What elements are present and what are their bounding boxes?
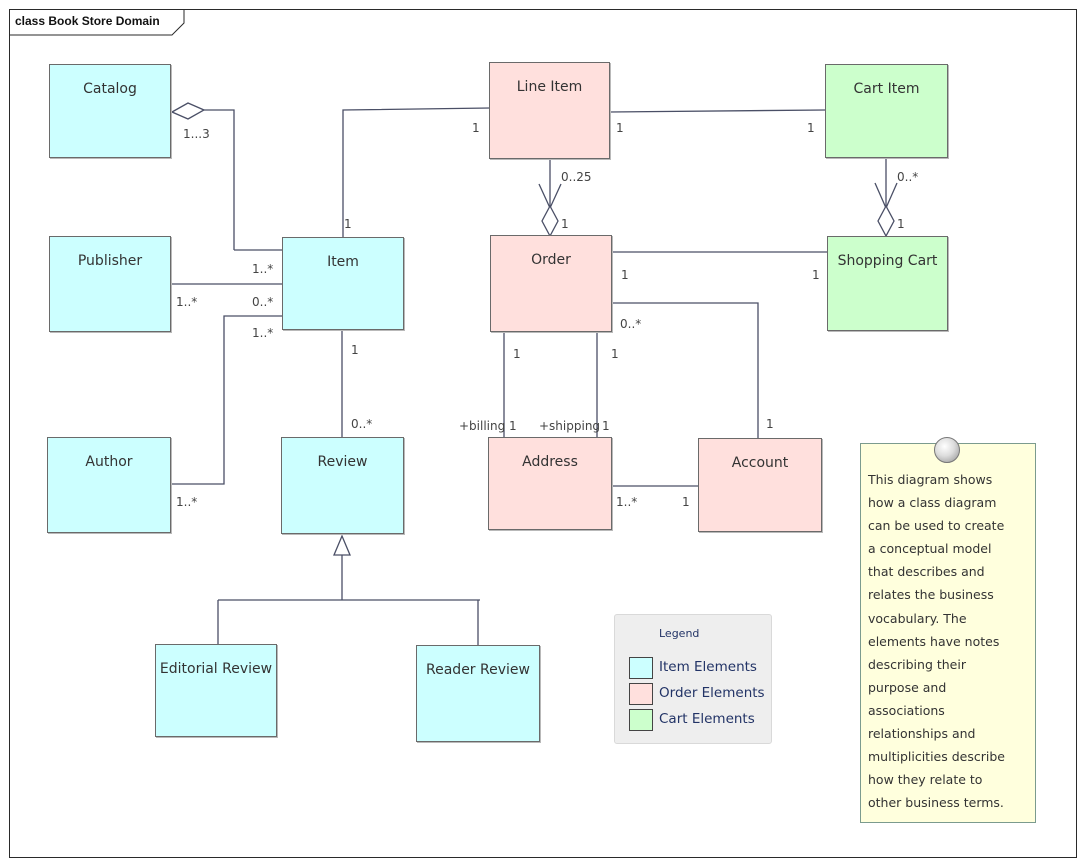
cart-aggregation-diamond	[877, 204, 895, 238]
legend-label-order: Order Elements	[659, 685, 765, 701]
mult-address-account-acc: 1	[682, 495, 690, 509]
class-account[interactable]: Account	[698, 438, 822, 532]
note-line: other business terms.	[868, 795, 1004, 811]
class-author[interactable]: Author	[47, 437, 171, 533]
note-line: can be used to create	[868, 518, 1005, 534]
note-line: that describes and	[868, 564, 985, 580]
legend-swatch-cart	[629, 709, 653, 731]
class-item[interactable]: Item	[282, 237, 404, 330]
class-address[interactable]: Address	[488, 437, 612, 530]
author-item-link	[172, 315, 282, 485]
catalog-aggregation-diamond	[170, 102, 206, 120]
role-shipping: +shipping	[539, 419, 601, 433]
legend-swatch-order	[629, 683, 653, 705]
note-line: This diagram shows	[868, 472, 993, 487]
mult-lineitem-cartitem-li: 1	[616, 121, 624, 135]
class-review-name: Review	[317, 454, 368, 470]
class-author-name: Author	[85, 454, 133, 470]
legend-swatch-item	[629, 657, 653, 679]
mult-order-shipping: 1	[611, 347, 619, 361]
mult-cartitem-cart-cart: 1	[897, 217, 905, 231]
mult-publisher-item-pub: 1..*	[176, 295, 198, 309]
mult-author-item-author: 1..*	[176, 495, 198, 509]
class-line-item-name: Line Item	[516, 79, 583, 95]
class-shopping-cart[interactable]: Shopping Cart	[827, 236, 948, 331]
mult-billing: 1	[509, 419, 517, 433]
class-line-item[interactable]: Line Item	[489, 62, 610, 159]
mult-item-review-review: 0..*	[351, 417, 373, 431]
frame-title-tab-outline	[9, 9, 185, 36]
mult-catalog-item: 1...3	[183, 127, 210, 141]
mult-author-item-item0: 0..*	[252, 295, 274, 309]
mult-publisher-item-item: 1..*	[252, 262, 274, 276]
class-address-name: Address	[522, 454, 578, 470]
class-item-name: Item	[327, 254, 359, 270]
class-publisher[interactable]: Publisher	[49, 236, 171, 332]
note-line: elements have notes	[868, 633, 1000, 649]
note-line: how a class diagram	[868, 495, 997, 511]
legend-label-cart: Cart Elements	[659, 711, 755, 727]
mult-order-cart-order: 1	[621, 268, 629, 282]
mult-lineitem-order-order: 1	[561, 217, 569, 231]
item-lineitem-link	[342, 107, 491, 238]
mult-lineitem-order-li: 0..25	[561, 170, 592, 184]
note-line: how they relate to	[868, 772, 983, 788]
mult-order-account-order: 0..*	[620, 317, 642, 331]
mult-order-billing: 1	[513, 347, 521, 361]
diagram-title: class Book Store Domain	[15, 14, 160, 28]
mult-cartitem-cart-ci: 0..*	[897, 170, 919, 184]
catalog-item-link	[204, 109, 235, 250]
note-line: a conceptual model	[868, 541, 992, 557]
class-catalog-name: Catalog	[83, 81, 137, 97]
legend: Legend Item Elements Order Elements Cart…	[614, 614, 772, 744]
order-aggregation-diamond	[541, 204, 559, 238]
lineitem-cartitem-link	[609, 109, 826, 113]
mult-lineitem-item-li: 1	[472, 121, 480, 135]
note-line: associations	[868, 702, 945, 718]
pushpin-icon	[934, 437, 960, 463]
class-cart-item[interactable]: Cart Item	[825, 64, 948, 158]
role-billing: +billing	[459, 419, 506, 433]
class-reader-review[interactable]: Reader Review	[416, 645, 540, 742]
class-order[interactable]: Order	[490, 235, 612, 332]
class-editorial-review-name: Editorial Review	[159, 661, 273, 677]
note-line: relates the business	[868, 587, 994, 603]
note-line: vocabulary. The	[868, 610, 967, 626]
class-cart-item-name: Cart Item	[853, 81, 920, 97]
mult-order-account-account: 1	[766, 417, 774, 431]
note-line: multiplicities describe	[868, 749, 1005, 765]
mult-lineitem-cartitem-ci: 1	[807, 121, 815, 135]
class-account-name: Account	[731, 455, 789, 471]
mult-address-account-addr: 1..*	[616, 495, 638, 509]
class-editorial-review[interactable]: Editorial Review	[155, 644, 277, 737]
order-account-link	[610, 302, 759, 438]
mult-order-cart-cart: 1	[812, 268, 820, 282]
note-line: purpose and	[868, 679, 947, 695]
class-reader-review-name: Reader Review	[426, 662, 530, 678]
generalization-triangle	[333, 534, 351, 556]
class-publisher-name: Publisher	[77, 253, 143, 269]
class-shopping-cart-name: Shopping Cart	[837, 253, 938, 269]
class-catalog[interactable]: Catalog	[49, 64, 171, 158]
note-line: relationships and	[868, 726, 976, 742]
mult-lineitem-item-item: 1	[344, 217, 352, 231]
class-review[interactable]: Review	[281, 437, 404, 534]
legend-title: Legend	[659, 627, 700, 640]
diagram-note[interactable]: This diagram shows how a class diagram c…	[860, 443, 1036, 823]
legend-label-item: Item Elements	[659, 659, 757, 675]
note-line: describing their	[868, 656, 966, 672]
class-order-name: Order	[531, 252, 571, 268]
mult-item-review-item: 1	[351, 343, 359, 357]
mult-author-item-item1: 1..*	[252, 326, 274, 340]
mult-shipping: 1	[602, 419, 610, 433]
